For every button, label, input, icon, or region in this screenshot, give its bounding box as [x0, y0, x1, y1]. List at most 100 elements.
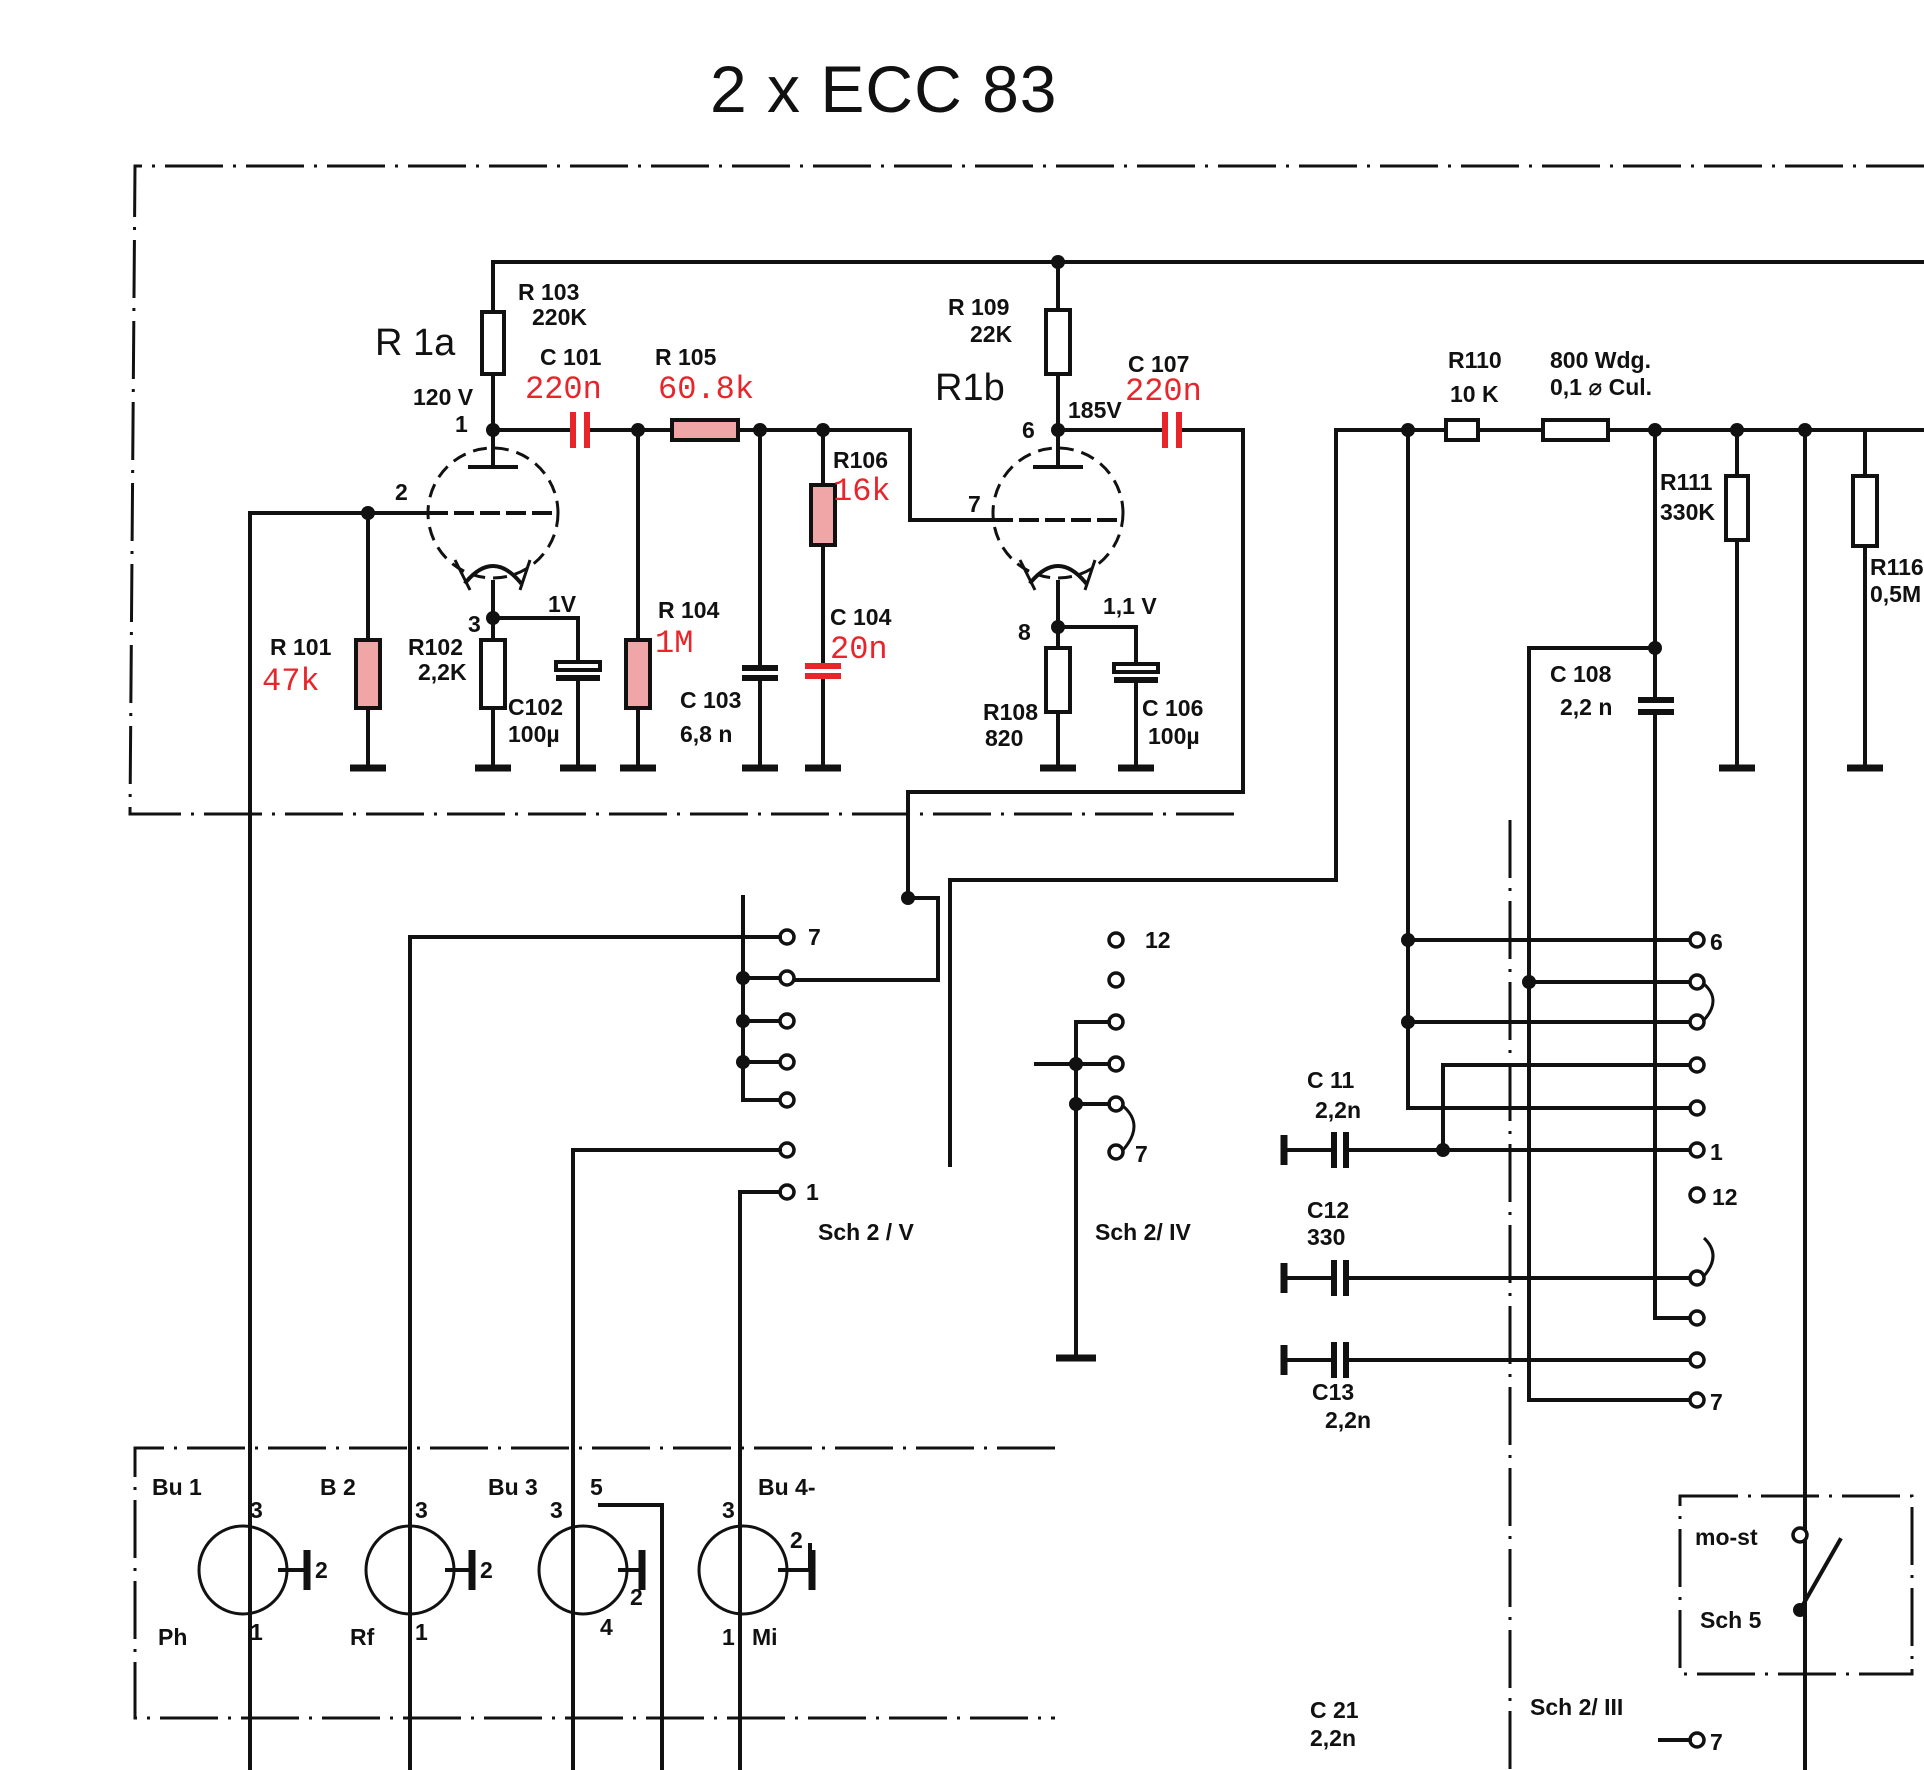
pin-3-label: 3 — [468, 611, 481, 637]
c101-label: C 101 — [540, 344, 602, 370]
resistor-r109 — [1044, 308, 1072, 376]
c21-value: 2,2n — [1310, 1725, 1356, 1751]
resistor-r103 — [480, 310, 506, 376]
resistor-r111 — [1724, 474, 1750, 542]
c106-label: C 106 — [1142, 695, 1203, 721]
socket-bu1 — [197, 1524, 311, 1616]
socket-bu3 — [537, 1503, 664, 1770]
sch5-label: Sch 5 — [1700, 1607, 1762, 1633]
c104-value: 20n — [830, 631, 888, 668]
r111-label: R111 — [1660, 469, 1713, 495]
r103-label: R 103 — [518, 279, 579, 305]
bank-pos-1: 1 — [1710, 1139, 1723, 1165]
c107-value: 220n — [1125, 373, 1202, 410]
sch2v-pos-7: 7 — [808, 924, 821, 950]
r104-label: R 104 — [658, 597, 720, 623]
switch-sch2-iv — [1034, 931, 1136, 1362]
r110-label: R110 — [1448, 347, 1502, 373]
c108-label: C 108 — [1550, 661, 1612, 687]
c12-label: C12 — [1307, 1197, 1349, 1223]
bu3-label: Bu 3 — [488, 1474, 538, 1500]
bu3-pin-5: 5 — [590, 1474, 603, 1500]
b2-pin-3: 3 — [415, 1497, 428, 1523]
r116-label: R116 — [1870, 554, 1924, 580]
r102-label: R102 — [408, 634, 463, 660]
r101-value: 47k — [262, 663, 320, 700]
r109-label: R 109 — [948, 294, 1009, 320]
capacitor-c13 — [1280, 1342, 1349, 1378]
c102-label: C102 — [508, 694, 563, 720]
potentiometer-r116 — [1851, 474, 1879, 548]
c13-label: C13 — [1312, 1379, 1354, 1405]
bu1-pin-3: 3 — [250, 1497, 263, 1523]
r108-value: 820 — [985, 725, 1023, 751]
bu1-pin-2: 2 — [315, 1557, 328, 1583]
bank-pos-12: 12 — [1712, 1184, 1738, 1210]
voltage-185v: 185V — [1068, 397, 1122, 423]
pin-1-label: 1 — [455, 411, 468, 437]
c12-value: 330 — [1307, 1224, 1345, 1250]
r105-value: 60.8k — [658, 371, 754, 408]
capacitor-c12 — [1280, 1260, 1349, 1296]
switch-sch5-outline — [1678, 1494, 1914, 1676]
tube-r1b-label: R1b — [935, 367, 1005, 409]
r108-label: R108 — [983, 699, 1038, 725]
c21-label: C 21 — [1310, 1697, 1359, 1723]
bu3-pin-2: 2 — [630, 1584, 643, 1610]
diagram-title: 2 x ECC 83 — [710, 52, 1057, 126]
capacitor-c103 — [742, 428, 778, 681]
capacitor-c104 — [805, 663, 841, 679]
tube-r1a — [426, 446, 560, 591]
r109-value: 22K — [970, 321, 1013, 347]
bu1-pin-1: 1 — [250, 1619, 263, 1645]
pin-6-label: 6 — [1022, 417, 1035, 443]
stage1-wiring — [248, 260, 995, 1770]
pin-2-label: 2 — [395, 479, 408, 505]
sch2iv-label: Sch 2/ IV — [1095, 1219, 1192, 1245]
bu4-label: Bu 4- — [758, 1474, 816, 1500]
ph-label: Ph — [158, 1624, 187, 1650]
sch2iii-pos-7: 7 — [1710, 1729, 1723, 1755]
resistor-r104 — [624, 638, 652, 710]
sch2v-pos-1: 1 — [806, 1179, 819, 1205]
c103-label: C 103 — [680, 687, 741, 713]
bu3-pin-4: 4 — [600, 1614, 613, 1640]
tube-r1a-label: R 1a — [375, 322, 456, 364]
capacitor-c108 — [1638, 697, 1674, 715]
bu3-pin-3: 3 — [550, 1497, 563, 1523]
c11-value: 2,2n — [1315, 1097, 1361, 1123]
capacitor-c101 — [570, 412, 590, 448]
labels: R 1a R1b R 103 220K C 101 220n R 105 60.… — [152, 279, 1924, 1755]
coil-value: 0,1 ⌀ Cul. — [1550, 374, 1652, 400]
resistor-r108 — [1044, 646, 1072, 714]
bu4-pin-1: 1 — [722, 1624, 735, 1650]
pin-8-label: 8 — [1018, 619, 1031, 645]
voltage-120v: 120 V — [413, 384, 474, 410]
resistor-r105 — [670, 418, 740, 442]
output-wiring — [785, 423, 1924, 1770]
rf-label: Rf — [350, 1624, 375, 1650]
bu1-label: Bu 1 — [152, 1474, 202, 1500]
capacitor-c11 — [1280, 1132, 1349, 1168]
tube-board-outline — [128, 164, 1924, 816]
b2-label: B 2 — [320, 1474, 356, 1500]
capacitor-c107 — [1162, 412, 1182, 448]
pin-7-label: 7 — [968, 491, 981, 517]
socket-bu4 — [697, 1524, 816, 1616]
r103-value: 220K — [532, 304, 587, 330]
c101-value: 220n — [525, 371, 602, 408]
c11-label: C 11 — [1307, 1067, 1355, 1093]
c106-value: 100µ — [1148, 723, 1200, 749]
r102-value: 2,2K — [418, 659, 467, 685]
capacitor-c106 — [1112, 662, 1160, 683]
most-label: mo-st — [1695, 1524, 1758, 1550]
capacitor-c102 — [554, 660, 602, 681]
bu4-pin-2: 2 — [790, 1527, 803, 1553]
r101-label: R 101 — [270, 634, 332, 660]
stage2-wiring — [906, 260, 1245, 900]
resistor-r106 — [809, 483, 837, 547]
resistor-r110 — [1444, 418, 1480, 442]
b2-pin-1: 1 — [415, 1619, 428, 1645]
bank-pos-7: 7 — [1710, 1389, 1723, 1415]
resistor-r102 — [479, 638, 507, 710]
